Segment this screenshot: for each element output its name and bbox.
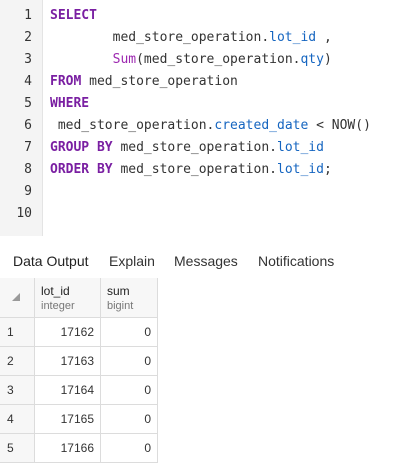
sql-keyword: SELECT [50, 8, 97, 23]
line-number: 1 [24, 8, 32, 23]
column-type: integer [41, 300, 75, 312]
sql-column: qty [300, 52, 324, 67]
code-line[interactable]: 7 GROUP BY med_store_operation.lot_id [0, 137, 409, 159]
code-text: med_store_operation.created_date < NOW() [50, 115, 371, 137]
code-text: WHERE [50, 93, 89, 115]
code-line[interactable]: 2 med_store_operation.lot_id , [0, 27, 409, 49]
row-number[interactable]: 5 [0, 434, 35, 463]
row-number[interactable]: 3 [0, 376, 35, 405]
sql-column: created_date [214, 118, 309, 133]
code-text: med_store_operation.lot_id , [50, 27, 332, 49]
sql-text: med_store_operation. [50, 118, 215, 133]
line-number: 5 [24, 96, 32, 111]
sql-text: med_store_operation. [50, 30, 270, 45]
line-number: 6 [24, 118, 32, 133]
column-header-sum[interactable]: sum bigint [101, 278, 158, 318]
cell-sum[interactable]: 0 [101, 318, 158, 347]
sql-keyword: WHERE [50, 96, 90, 111]
code-line[interactable]: 9 [0, 181, 409, 203]
sql-function: Sum [112, 52, 137, 67]
sql-keyword: FROM [50, 74, 82, 89]
grid-corner-cell[interactable] [0, 278, 35, 318]
line-number-gutter [0, 0, 43, 236]
line-number: 4 [24, 74, 32, 89]
line-number: 9 [24, 184, 32, 199]
sql-keyword: ORDER BY [50, 162, 113, 177]
sql-text: ) [323, 52, 332, 67]
grid-header-row: lot_id integer sum bigint [0, 278, 409, 318]
sql-text: med_store_operation. [112, 140, 277, 155]
code-text: Sum(med_store_operation.qty) [50, 49, 332, 71]
code-text: FROM med_store_operation [50, 71, 238, 93]
line-number: 7 [24, 140, 32, 155]
code-text: ORDER BY med_store_operation.lot_id; [50, 159, 332, 181]
line-number: 3 [24, 52, 32, 67]
cell-lot-id[interactable]: 17165 [35, 405, 101, 434]
sql-column: lot_id [269, 30, 317, 45]
column-name: sum [107, 284, 130, 298]
sql-column: lot_id [277, 140, 324, 155]
line-number: 10 [16, 206, 32, 221]
line-number: 8 [24, 162, 32, 177]
row-number[interactable]: 4 [0, 405, 35, 434]
sql-text: med_store_operation. [112, 162, 277, 177]
code-line[interactable]: 8 ORDER BY med_store_operation.lot_id; [0, 159, 409, 181]
code-line[interactable]: 1 SELECT [0, 5, 409, 27]
code-line[interactable]: 10 [0, 203, 409, 225]
tab-messages[interactable]: Messages [174, 253, 238, 269]
cell-sum[interactable]: 0 [101, 434, 158, 463]
tab-notifications[interactable]: Notifications [258, 253, 335, 269]
cell-sum[interactable]: 0 [101, 347, 158, 376]
sql-text [50, 52, 113, 67]
sql-text: < NOW() [308, 118, 371, 133]
code-text: SELECT [50, 5, 97, 27]
sql-text: (med_store_operation. [136, 52, 301, 67]
tab-explain[interactable]: Explain [109, 253, 155, 269]
column-name: lot_id [41, 284, 70, 298]
sql-column: lot_id [277, 162, 324, 177]
sql-text: , [316, 30, 332, 45]
code-line[interactable]: 6 med_store_operation.created_date < NOW… [0, 115, 409, 137]
sql-text: med_store_operation [81, 74, 238, 89]
sql-keyword: GROUP BY [50, 140, 113, 155]
row-number[interactable]: 2 [0, 347, 35, 376]
code-line[interactable]: 5 WHERE [0, 93, 409, 115]
cell-lot-id[interactable]: 17164 [35, 376, 101, 405]
column-header-lot-id[interactable]: lot_id integer [35, 278, 101, 318]
cell-lot-id[interactable]: 17162 [35, 318, 101, 347]
code-line[interactable]: 4 FROM med_store_operation [0, 71, 409, 93]
cell-lot-id[interactable]: 17163 [35, 347, 101, 376]
code-text: GROUP BY med_store_operation.lot_id [50, 137, 324, 159]
line-number: 2 [24, 30, 32, 45]
column-type: bigint [107, 300, 134, 312]
code-line[interactable]: 3 Sum(med_store_operation.qty) [0, 49, 409, 71]
cell-lot-id[interactable]: 17166 [35, 434, 101, 463]
select-all-icon [12, 293, 20, 301]
cell-sum[interactable]: 0 [101, 376, 158, 405]
cell-sum[interactable]: 0 [101, 405, 158, 434]
row-number[interactable]: 1 [0, 318, 35, 347]
result-tabs: Data Output Explain Messages Notificatio… [0, 245, 409, 280]
tab-data-output[interactable]: Data Output [13, 245, 89, 280]
sql-text: ; [323, 162, 332, 177]
